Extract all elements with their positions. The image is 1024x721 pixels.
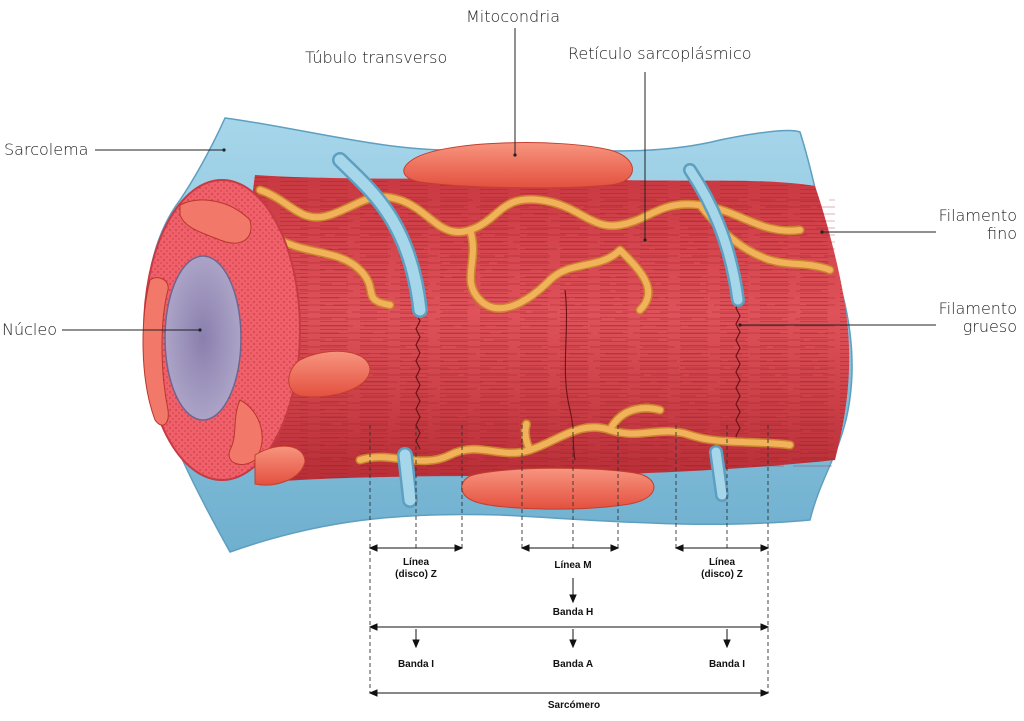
label-banda-a: Banda A [552, 659, 594, 670]
label-filamento-grueso-2: grueso [962, 317, 1017, 336]
z-line-right [735, 299, 741, 445]
label-mitocondria: Mitocondria [466, 7, 561, 26]
transverse-tubules [332, 152, 745, 508]
label-linea-z-left-2: (disco) Z [395, 569, 437, 580]
nucleus [164, 255, 242, 421]
mitochondrion-bottom [461, 467, 655, 510]
mitochondrion-top [403, 142, 633, 189]
label-linea-m: Línea M [554, 560, 592, 571]
label-reticulo-sarcoplasmico: Retículo sarcoplásmico [568, 44, 752, 63]
dimension-arrows [368, 544, 770, 697]
label-tubulo-transverso: Túbulo transverso [305, 48, 448, 67]
dashed-guides [369, 425, 769, 693]
label-banda-i-right: Banda I [708, 659, 746, 670]
label-banda-i-left: Banda I [397, 659, 435, 670]
label-banda-h: Banda H [552, 607, 594, 618]
label-filamento-grueso-1: Filamento [938, 299, 1017, 318]
label-linea-z-right-2: (disco) Z [701, 569, 743, 580]
label-linea-z-left-1: Línea [402, 557, 430, 568]
sarcoplasmic-reticulum [255, 185, 835, 466]
fiber-cross-section [142, 179, 301, 481]
label-filamento-fino-2: fino [986, 224, 1017, 243]
leader-lines [62, 28, 936, 331]
label-sarcomero: Sarcómero [547, 700, 601, 711]
label-linea-z-right-1: Línea [708, 557, 736, 568]
label-sarcolema: Sarcolema [4, 140, 89, 159]
label-filamento-fino-1: Filamento [938, 206, 1017, 225]
label-nucleo: Núcleo [2, 320, 57, 339]
